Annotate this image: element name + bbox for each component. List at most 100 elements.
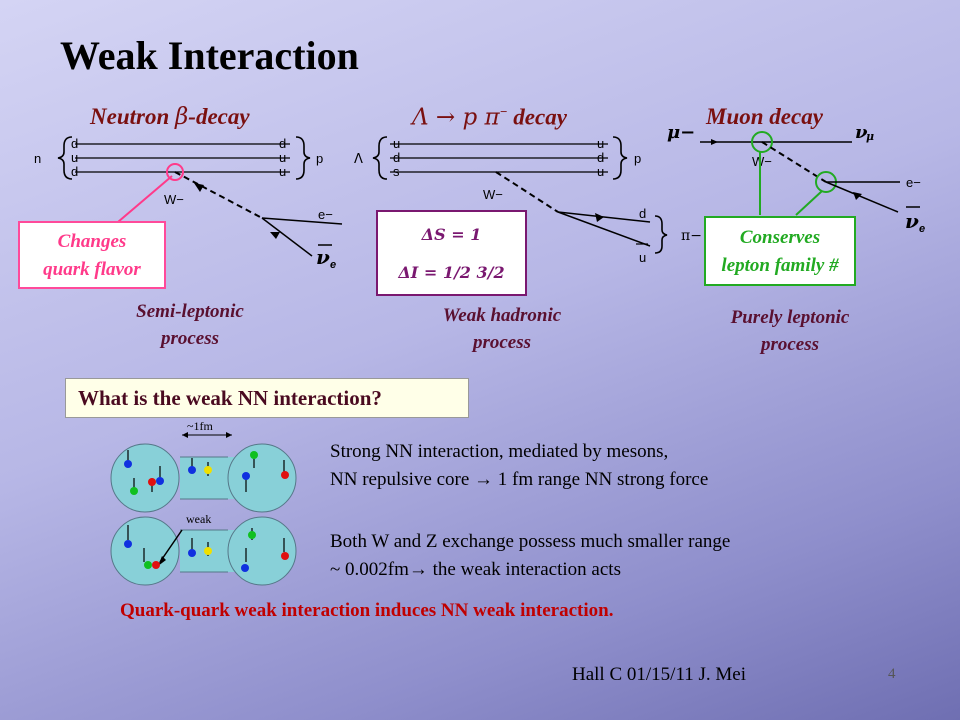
strong-interaction-text: Strong NN interaction, mediated by meson… <box>330 438 708 494</box>
w-boson-label: W− <box>164 192 184 207</box>
pion-label: π− <box>681 228 702 244</box>
nucleon-circle <box>110 443 180 513</box>
conserves-lepton-family-box: Conserves lepton family # <box>704 216 856 286</box>
weak-label: weak <box>186 512 211 526</box>
neutrino-label: ν <box>316 245 330 269</box>
box-line: ΔI = 1/2 3/2 <box>398 263 505 282</box>
range-label: ~1fm <box>187 419 213 433</box>
quark-label: s <box>393 164 400 179</box>
arrow-icon <box>853 192 862 200</box>
box-line: Conserves <box>739 227 821 248</box>
right-brace-icon <box>295 136 311 180</box>
quark-label: u <box>597 164 604 179</box>
neutron-label: n <box>34 151 41 166</box>
lambda-decay-diagram: Λ p u d s u d u W− d u π− <box>354 136 702 265</box>
changes-quark-flavor-box: Changes quark flavor <box>18 221 166 289</box>
quark-label: u <box>639 250 646 265</box>
neutron-decay-title: Neutron β-decay <box>90 104 250 130</box>
neutron-title-pre: Neutron <box>90 104 175 129</box>
proton-label: p <box>316 151 323 166</box>
neutrino-subscript: e <box>330 259 336 271</box>
selection-rules-box: ΔS = 1 ΔI = 1/2 3/2 <box>376 210 527 296</box>
neutrino-line <box>261 217 313 257</box>
lambda-title-sup: − <box>499 104 508 119</box>
neutron-decay-diagram: n p d u d d u u W− e− ν e <box>34 136 343 271</box>
left-brace-icon <box>372 136 388 180</box>
green-pointer <box>795 190 823 216</box>
text-line: ~ 0.002fm→ the weak interaction acts <box>330 559 621 580</box>
text-line: Strong NN interaction, mediated by meson… <box>330 441 669 462</box>
quark-label: u <box>279 164 286 179</box>
lambda-title-symbols: Λ → p π <box>412 104 500 131</box>
footer-text: Hall C 01/15/11 J. Mei <box>572 664 746 685</box>
box-line: lepton family # <box>721 255 839 276</box>
w-boson-line <box>174 171 263 219</box>
beta-symbol: β <box>175 104 189 130</box>
electron-line <box>261 217 343 225</box>
process-line: process <box>160 328 220 349</box>
process-line: Purely leptonic <box>730 307 850 328</box>
weak-pointer <box>159 529 183 563</box>
quark-label: u <box>393 136 400 151</box>
lambda-title-post: decay <box>507 104 567 130</box>
w-boson-label: W− <box>752 154 772 169</box>
nucleon-circle <box>110 516 180 586</box>
nn-interaction-diagram: ~1fm weak <box>110 419 297 586</box>
quark-label: d <box>71 164 78 179</box>
w-boson-line <box>761 141 827 183</box>
box-line: quark flavor <box>43 259 141 280</box>
electron-label: e− <box>318 207 333 222</box>
quark-label: d <box>597 150 604 165</box>
text-line: Both W and Z exchange possess much small… <box>330 531 731 552</box>
muon-neutrino-label: ν <box>855 122 868 143</box>
left-brace-icon <box>57 136 73 180</box>
vertex-circle <box>166 163 184 181</box>
quark-label: u <box>597 136 604 151</box>
nucleon-circle <box>227 443 297 513</box>
neutrino-line <box>825 181 899 213</box>
muon-decay-diagram: μ− ν μ W− e− ν e <box>667 122 925 235</box>
purely-leptonic-label: Purely leptonic process <box>700 304 880 358</box>
electron-label: e− <box>906 175 921 190</box>
w-boson-label: W− <box>483 187 503 202</box>
arrow-icon <box>711 139 718 145</box>
muon-label: μ− <box>667 122 695 143</box>
antiquark-line <box>557 211 651 247</box>
conclusion-text: Quark-quark weak interaction induces NN … <box>120 600 614 621</box>
muon-neutrino-subscript: μ <box>866 130 874 143</box>
lambda-decay-title: Λ → p π− decay <box>412 104 567 131</box>
right-brace-icon <box>654 215 668 254</box>
neutrino-subscript: e <box>919 223 925 235</box>
pink-pointer <box>117 175 173 223</box>
quark-label: d <box>639 206 646 221</box>
question-box: What is the weak NN interaction? <box>65 378 469 418</box>
proton-label: p <box>634 151 641 166</box>
box-line: ΔS = 1 <box>421 225 482 244</box>
lambda-label: Λ <box>354 152 363 167</box>
quark-label: d <box>393 150 400 165</box>
neutrino-label: ν <box>905 209 919 233</box>
arrow-icon <box>270 232 280 239</box>
text-line: NN repulsive core → 1 fm range NN strong… <box>330 469 709 490</box>
vertex-circle <box>751 131 773 153</box>
semi-leptonic-label: Semi-leptonic process <box>100 298 280 352</box>
w-boson-line <box>495 171 559 213</box>
arrow-icon <box>595 213 604 222</box>
arrow-icon <box>194 183 204 192</box>
weak-hadronic-label: Weak hadronic process <box>412 302 592 356</box>
process-line: process <box>472 332 532 353</box>
quark-label: d <box>71 136 78 151</box>
muon-decay-title: Muon decay <box>706 104 823 129</box>
nucleon-circle <box>227 516 297 586</box>
process-line: Weak hadronic <box>442 305 562 326</box>
quark-label: u <box>279 150 286 165</box>
weak-interaction-text: Both W and Z exchange possess much small… <box>330 528 730 584</box>
quark-label: d <box>279 136 286 151</box>
page-title: Weak Interaction <box>60 33 359 78</box>
box-line: Changes <box>57 231 127 252</box>
neutron-title-post: -decay <box>188 104 250 129</box>
process-line: process <box>760 334 820 355</box>
arrow-icon <box>158 556 166 566</box>
right-brace-icon <box>612 136 628 180</box>
